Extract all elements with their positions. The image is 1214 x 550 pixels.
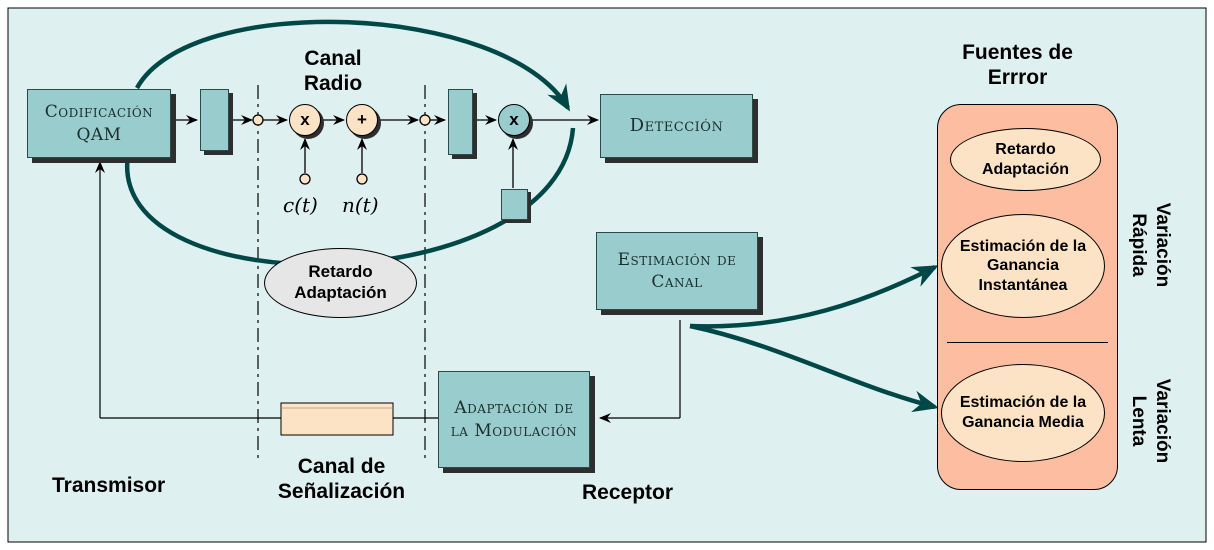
estimacion-canal-block: Estimación de Canal — [596, 232, 758, 310]
node-2 — [419, 114, 431, 126]
variacion-lenta-label: Variación Lenta — [1128, 378, 1173, 464]
delay-loop-arrow — [135, 19, 571, 112]
retardo-adaptacion-ellipse: Retardo Adaptación — [264, 248, 417, 318]
arrow-to-fast — [689, 264, 939, 329]
signal-c-label: c(t) — [283, 193, 318, 217]
codificacion-qam-label: Codificación QAM — [44, 102, 154, 145]
arrow-to-slow — [689, 323, 939, 413]
transmisor-label: Transmisor — [52, 474, 166, 497]
adaptacion-modulacion-block: Adaptación de la Modulación — [438, 371, 590, 468]
ganancia-media-ellipse: Estimación de la Ganancia Media — [941, 364, 1105, 462]
adder: + — [346, 104, 378, 136]
retardo-ellipse: Retardo Adaptación — [950, 128, 1101, 191]
multiplier-2: x — [498, 104, 530, 136]
estimacion-canal-label: Estimación de Canal — [617, 249, 737, 292]
deteccion-label: Detección — [629, 115, 724, 137]
equalizer-input-block — [501, 189, 528, 220]
canal-radio-label: Canal Radio — [303, 47, 363, 96]
receptor-label: Receptor — [582, 481, 674, 504]
codificacion-qam-block: Codificación QAM — [27, 89, 171, 158]
canal-senalizacion-label: Canal de Señalización — [277, 455, 406, 504]
node-1 — [252, 114, 264, 126]
panel-divider — [947, 342, 1108, 343]
ganancia-instantanea-ellipse: Estimación de la Ganancia Instantánea — [941, 214, 1105, 318]
variacion-rapida-label: Variación Rápida — [1128, 202, 1173, 288]
fuentes-error-title: Fuentes de Errror — [962, 41, 1073, 90]
signal-n-label: n(t) — [342, 193, 379, 217]
multiplier-1: x — [289, 104, 321, 136]
rx-filter-block — [448, 89, 473, 155]
deteccion-block: Detección — [600, 94, 753, 158]
tx-filter-block — [200, 89, 229, 151]
adaptacion-modulacion-label: Adaptación de la Modulación — [450, 398, 578, 441]
